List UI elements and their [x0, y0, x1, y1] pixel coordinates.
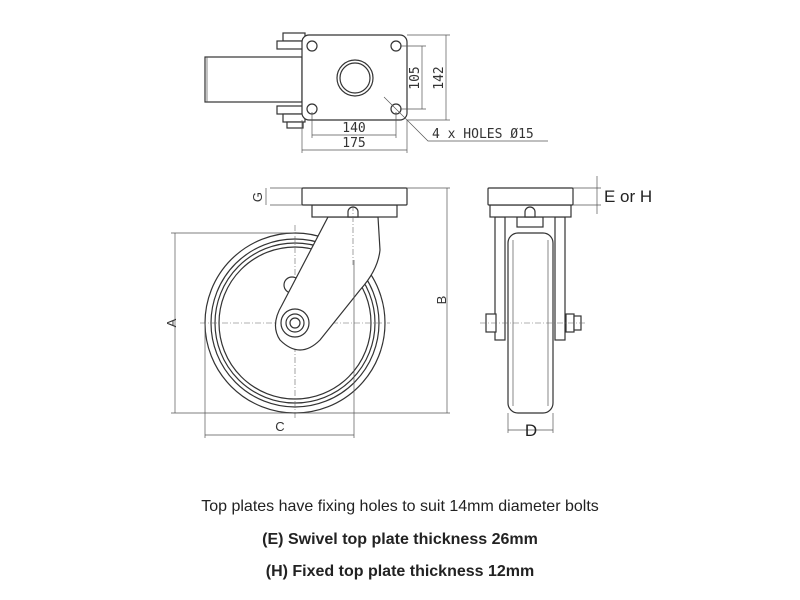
label-g: G: [250, 192, 265, 202]
label-b: B: [434, 296, 449, 305]
label-c: C: [275, 419, 284, 434]
dim-140: 140: [342, 121, 365, 136]
label-d: D: [525, 421, 537, 440]
front-top-plate: [301, 187, 408, 206]
label-e-or-h: E or H: [604, 187, 652, 206]
dim-142: 142: [432, 66, 447, 89]
note-fixed-thickness: (H) Fixed top plate thickness 12mm: [265, 563, 535, 580]
axle-hub: [280, 308, 310, 338]
top-view: 105 142 140 175 4 x HOLES Ø15: [204, 32, 548, 153]
side-top-plate: [487, 187, 574, 206]
holes-note: 4 x HOLES Ø15: [432, 127, 534, 142]
note-fixing-holes: Top plates have fixing holes to suit 14m…: [201, 498, 599, 515]
side-view: E or H D: [480, 176, 652, 440]
front-view: G A B C: [164, 187, 450, 438]
swivel-arm: [204, 56, 303, 103]
top-plate: [301, 34, 408, 121]
label-a: A: [164, 318, 179, 327]
dim-105: 105: [408, 66, 423, 89]
note-swivel-thickness: (E) Swivel top plate thickness 26mm: [262, 531, 538, 548]
dim-175: 175: [342, 136, 365, 151]
